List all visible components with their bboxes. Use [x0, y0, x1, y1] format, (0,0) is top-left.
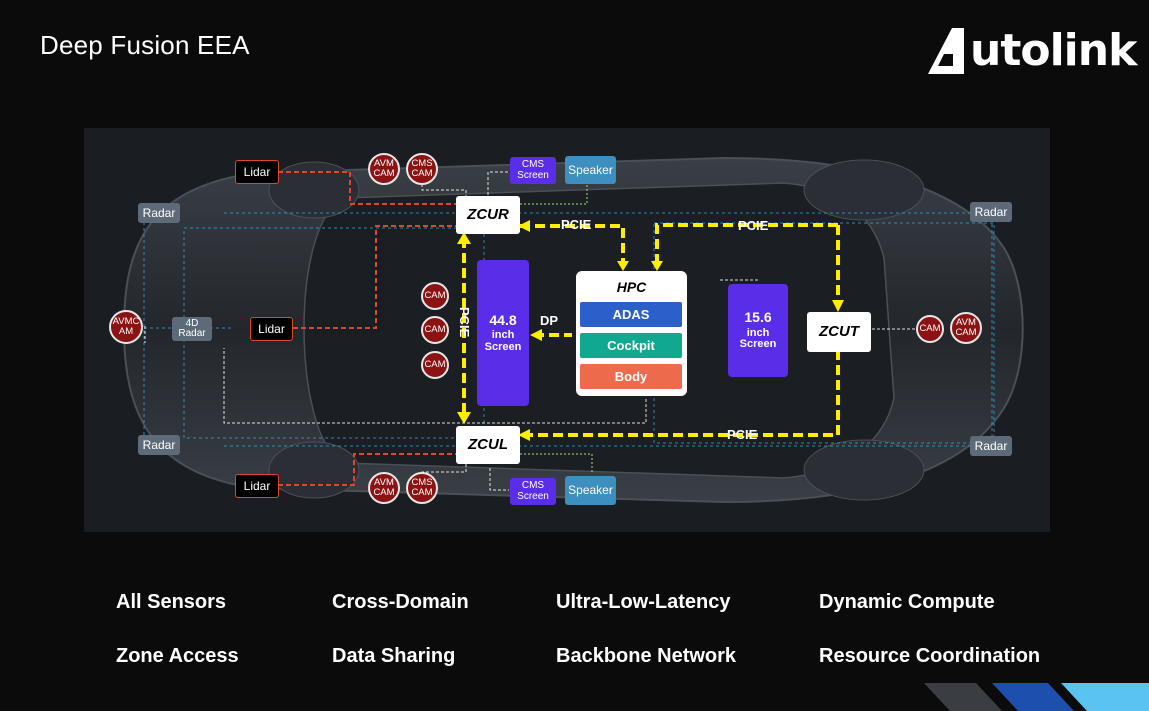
zcul-box: ZCUL	[456, 426, 520, 464]
avmc-line1: AVMC	[112, 316, 140, 328]
cms-cam-line2: CAM	[411, 168, 433, 179]
cms-cam-line2: CAM	[411, 487, 433, 498]
screen-label: Screen	[739, 338, 777, 351]
screen-unit: inch	[491, 329, 515, 342]
cam-interior-3: CAM	[421, 351, 449, 379]
avmc-am-front: AVMC AM	[109, 310, 143, 344]
feature-line1: Dynamic Compute	[819, 591, 995, 613]
pcie-label-bottom: PCIE	[727, 427, 758, 442]
avm-cam-line1: AVM	[374, 477, 394, 489]
cms-cam-left: CMS CAM	[406, 472, 438, 504]
radar-front-left: Radar	[138, 435, 180, 455]
feature-line2: Resource Coordination	[819, 645, 1041, 667]
screen-44-8: 44.8 inch Screen	[477, 260, 529, 406]
hpc-title: HPC	[616, 279, 647, 295]
feature-data-sharing: Cross-Domain Data Sharing	[332, 562, 469, 697]
hpc-module-body: Body	[580, 364, 682, 389]
radar-rear-left: Radar	[970, 436, 1012, 456]
cam-rear: CAM	[916, 315, 944, 343]
feature-sensor-access: All Sensors Zone Access	[116, 562, 239, 697]
logo-wordmark: utolink	[970, 25, 1137, 76]
cms-cam-line1: CMS	[411, 158, 433, 170]
autolink-a-icon	[928, 28, 964, 74]
feature-line1: Cross-Domain	[332, 591, 469, 613]
feature-line2: Zone Access	[116, 645, 239, 667]
lidar-front-left: Lidar	[235, 474, 279, 498]
lidar-front-right: Lidar	[235, 160, 279, 184]
screen-label: Screen	[484, 340, 522, 353]
speaker-left: Speaker	[565, 476, 616, 505]
pcie-label-vertical: PCIE	[457, 307, 472, 338]
dp-label: DP	[540, 313, 559, 328]
network-links	[144, 171, 915, 491]
radar-4d-line1: 4D	[185, 317, 199, 329]
pcie-label-top-right: PCIE	[738, 218, 769, 233]
pcie-label-top-left: PCIE	[561, 217, 592, 232]
cms-screen-line2: Screen	[517, 490, 549, 502]
screen-15-6: 15.6 inch Screen	[728, 284, 788, 377]
avm-cam-line1: AVM	[956, 317, 976, 329]
feature-line2: Data Sharing	[332, 645, 456, 667]
avm-cam-line2: CAM	[373, 168, 395, 179]
decorative-stripes	[924, 683, 1149, 711]
hpc-module-adas: ADAS	[580, 302, 682, 327]
zcur-box: ZCUR	[456, 196, 520, 234]
avm-cam-rear: AVM CAM	[950, 312, 982, 344]
car-diagram: Lidar Lidar Lidar Radar Radar Radar Rada…	[84, 128, 1050, 532]
screen-size: 15.6	[744, 309, 772, 326]
screen-size: 44.8	[489, 311, 517, 328]
autolink-logo: utolink	[928, 25, 1137, 76]
feature-compute-coordination: Dynamic Compute Resource Coordination	[819, 562, 1040, 697]
hpc-module-cockpit: Cockpit	[580, 333, 682, 358]
cms-screen-left: CMS Screen	[510, 478, 556, 505]
cam-interior-1: CAM	[421, 282, 449, 310]
cms-cam-line1: CMS	[411, 477, 433, 489]
avmc-line2: AM	[118, 326, 134, 337]
cam-interior-2: CAM	[421, 316, 449, 344]
cms-screen-line1: CMS	[521, 480, 545, 491]
feature-backbone-network: Ultra-Low-Latency Backbone Network	[556, 562, 736, 697]
feature-line1: All Sensors	[116, 591, 227, 613]
radar-4d-line2: Radar	[178, 328, 206, 339]
lidar-front: Lidar	[250, 317, 293, 341]
feature-line2: Backbone Network	[556, 645, 737, 667]
avm-cam-line1: AVM	[374, 158, 394, 170]
avm-cam-line2: CAM	[373, 487, 395, 498]
avm-cam-left: AVM CAM	[368, 472, 400, 504]
hpc-box: HPC ADAS Cockpit Body	[576, 271, 687, 396]
cms-screen-line1: CMS	[521, 159, 545, 170]
screen-unit: inch	[746, 326, 770, 339]
cms-cam-right: CMS CAM	[406, 153, 438, 185]
cms-screen-line2: Screen	[517, 169, 549, 181]
avm-cam-right: AVM CAM	[368, 153, 400, 185]
page-title: Deep Fusion EEA	[40, 30, 250, 60]
radar-4d: 4D Radar	[172, 317, 212, 341]
radar-front-right: Radar	[138, 203, 180, 223]
avm-cam-line2: CAM	[955, 327, 977, 338]
zcut-box: ZCUT	[807, 312, 871, 352]
speaker-right: Speaker	[565, 156, 616, 184]
car-silhouette	[122, 156, 1024, 504]
feature-line1: Ultra-Low-Latency	[556, 591, 731, 613]
cms-screen-right: CMS Screen	[510, 157, 556, 184]
radar-rear-right: Radar	[970, 202, 1012, 222]
